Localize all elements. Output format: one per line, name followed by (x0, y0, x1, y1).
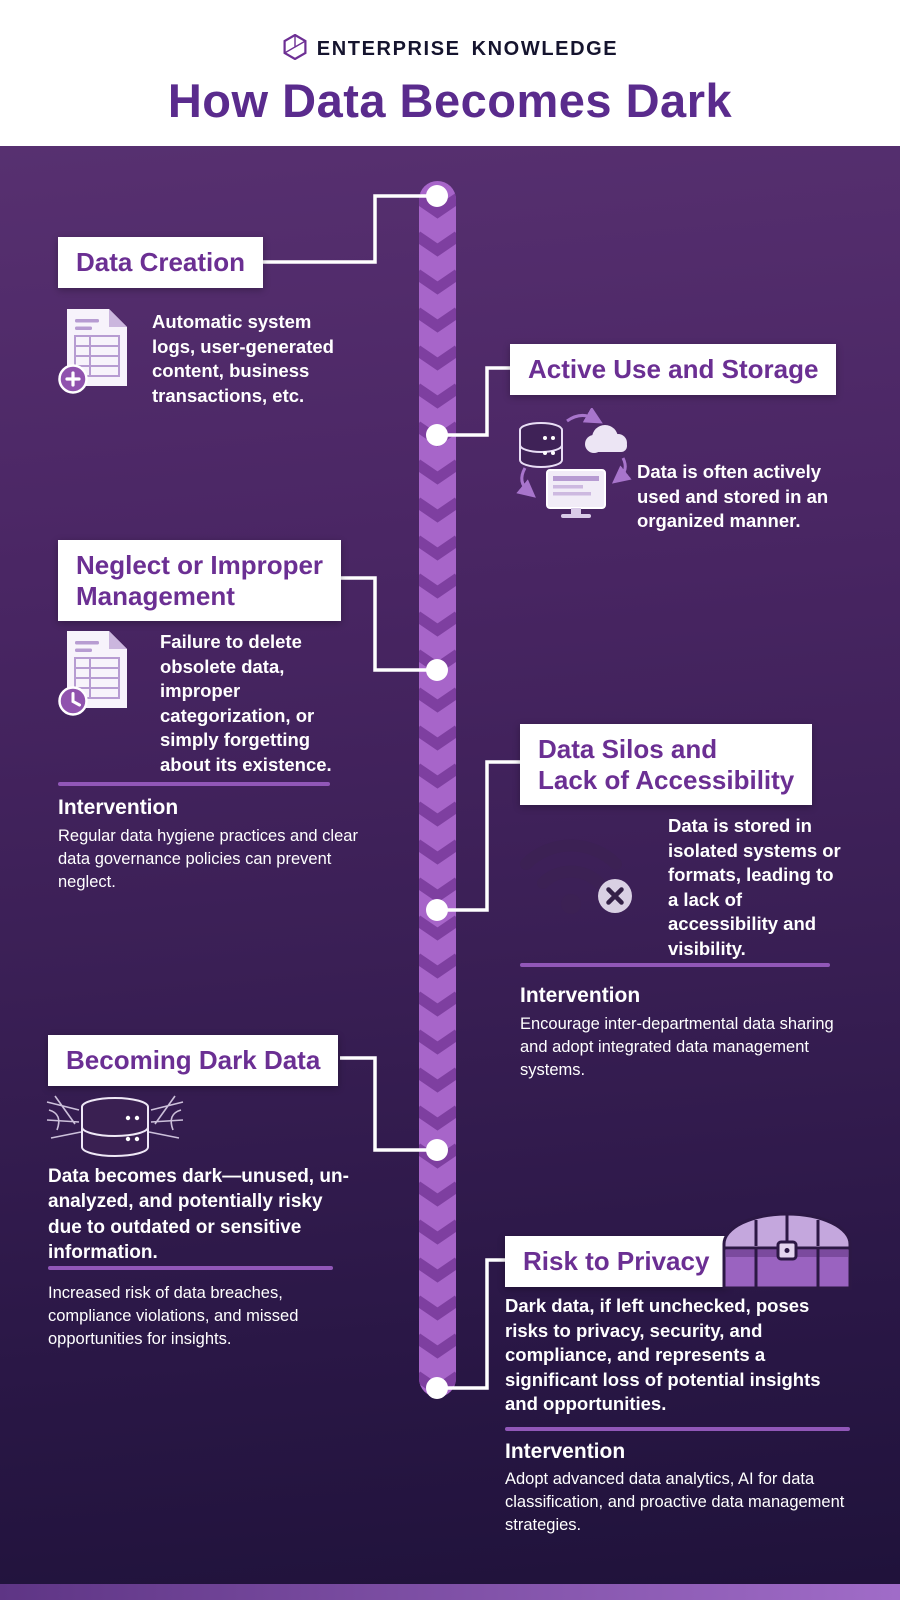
stage-title-data-silos: Data Silos and Lack of Accessibility (520, 724, 813, 806)
timeline-node (426, 659, 448, 681)
stage-description-data-silos: Data is stored in isolated systems or fo… (668, 815, 841, 959)
document-plus-icon (52, 304, 144, 401)
timeline-node (426, 1377, 448, 1399)
timeline-node (426, 899, 448, 921)
connector-line (437, 366, 512, 437)
divider (505, 1427, 850, 1431)
database-cloud-monitor-icon (505, 406, 640, 528)
timeline-node (426, 1139, 448, 1161)
enterprise-knowledge-logo-icon (282, 33, 308, 65)
header: ENTERPRISE KNOWLEDGE How Data Becomes Da… (0, 0, 900, 146)
stage-description-active-use: Data is often actively used and stored i… (637, 461, 829, 532)
stage-description-risk-privacy: Dark data, if left unchecked, poses risk… (505, 1295, 821, 1415)
connector-line (340, 576, 437, 672)
page-title: How Data Becomes Dark (167, 74, 733, 127)
connector-line (437, 1258, 507, 1390)
intervention-label-risk-privacy: Intervention (505, 1440, 626, 1463)
connector-line (437, 760, 522, 912)
wifi-offline-icon (512, 822, 647, 932)
connector-line (340, 1056, 437, 1152)
intervention-text-risk-privacy: Adopt advanced data analytics, AI for da… (505, 1470, 845, 1534)
divider (520, 963, 830, 967)
timeline-nodes (426, 185, 448, 1399)
stage-title-neglect: Neglect or Improper Management (58, 540, 342, 622)
stage-title-data-creation: Data Creation (58, 237, 264, 288)
timeline-chevrons (419, 181, 456, 1397)
footer-accent-bar (0, 1584, 900, 1600)
brand-enterprise: ENTERPRISE (316, 38, 461, 60)
timeline-node (426, 185, 448, 207)
intervention-label-neglect: Intervention (58, 796, 179, 819)
divider (48, 1266, 333, 1270)
stage-title-becoming-dark: Becoming Dark Data (48, 1035, 339, 1086)
connector-lines (258, 194, 522, 1390)
stage-description-neglect: Failure to delete obsolete data, imprope… (160, 631, 332, 775)
intervention-label-data-silos: Intervention (520, 984, 641, 1007)
document-clock-icon (52, 626, 144, 723)
stage-description-data-creation: Automatic system logs, user-generated co… (152, 311, 334, 406)
divider (58, 782, 330, 786)
brand: ENTERPRISE KNOWLEDGE (0, 33, 900, 65)
brand-knowledge: KNOWLEDGE (471, 38, 619, 60)
connector-line (258, 194, 437, 264)
stage-title-risk-privacy: Risk to Privacy (505, 1236, 728, 1287)
cobweb-database-icon (45, 1094, 185, 1171)
stage-note-becoming-dark: Increased risk of data breaches, complia… (48, 1284, 299, 1348)
timeline-node (426, 424, 448, 446)
stage-description-becoming-dark: Data becomes dark—unused, un-analyzed, a… (48, 1166, 349, 1263)
intervention-text-neglect: Regular data hygiene practices and clear… (58, 827, 358, 891)
stage-title-active-use: Active Use and Storage (510, 344, 837, 395)
treasure-chest-icon (712, 1208, 862, 1298)
intervention-text-data-silos: Encourage inter-departmental data sharin… (520, 1015, 834, 1079)
